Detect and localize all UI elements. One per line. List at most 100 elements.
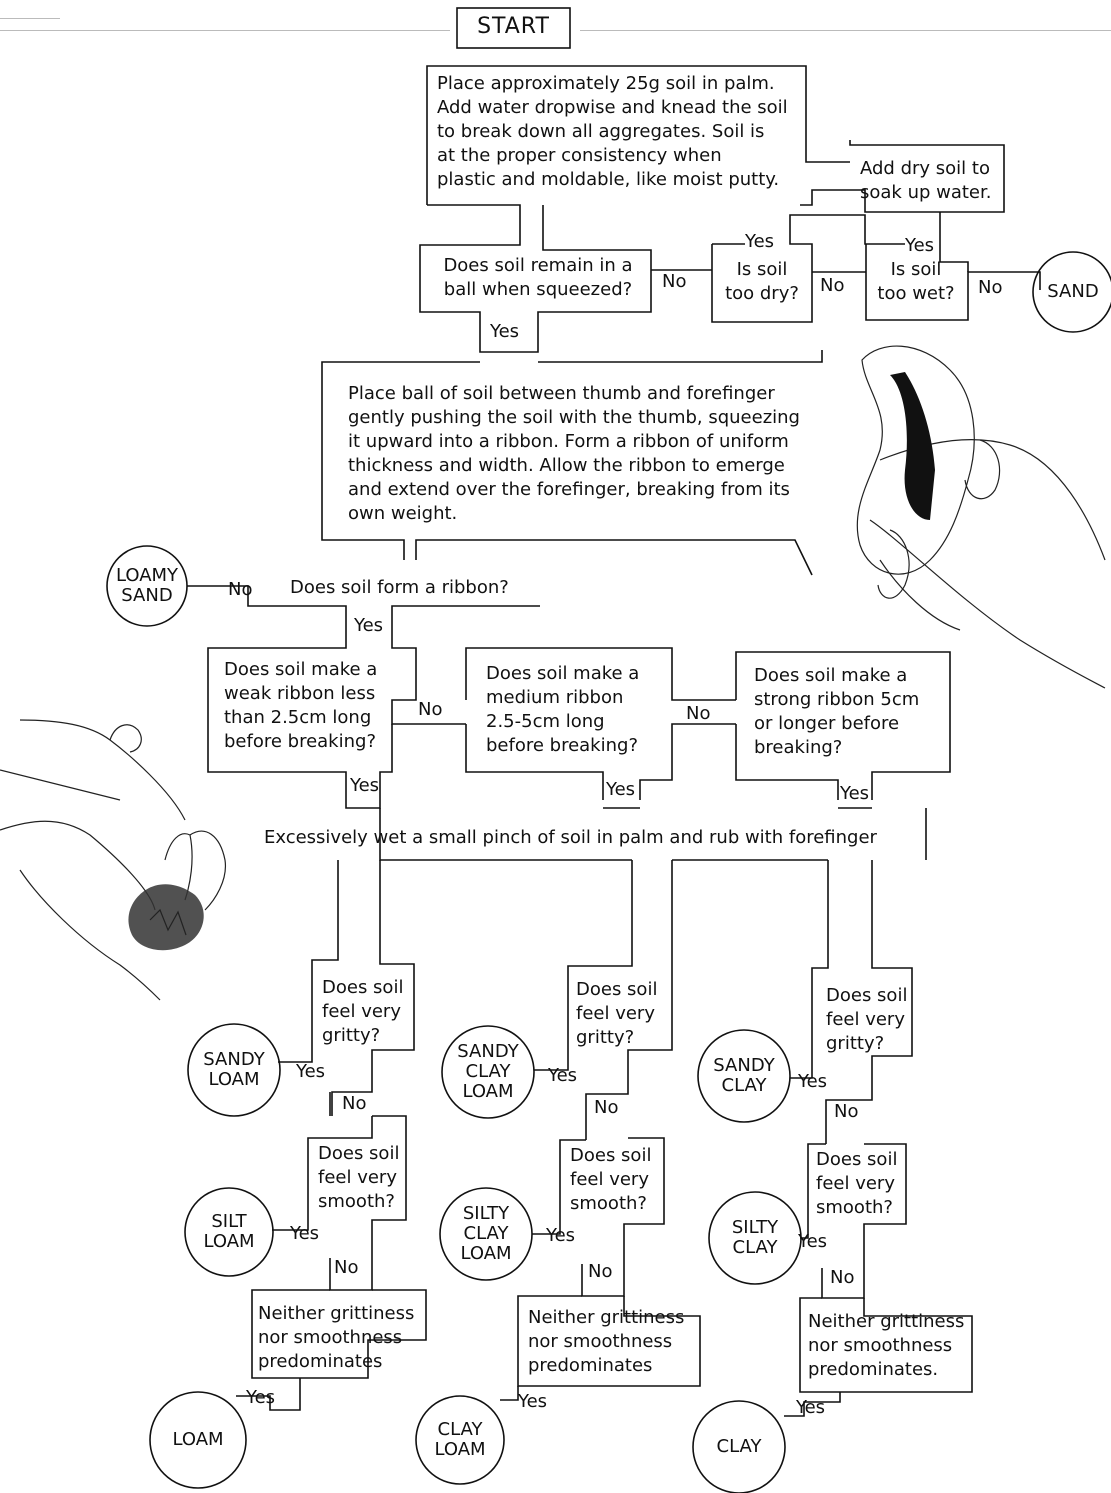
dry-yes-loop xyxy=(789,214,905,245)
col1-yes-2 xyxy=(272,1222,309,1231)
clay-result: CLAY xyxy=(716,1436,762,1457)
scan-line xyxy=(0,30,450,31)
col1-neither-yes-label: Yes xyxy=(246,1387,276,1408)
ribbon-box-bottom xyxy=(415,539,813,576)
col3-gritty-no-label: No xyxy=(834,1101,859,1122)
col1-gritty-question: Does soil feel very gritty? xyxy=(322,977,404,1046)
too-dry-yes-label: Yes xyxy=(745,231,775,252)
sandy-loam-circle xyxy=(187,1023,281,1117)
col1-gritty-box xyxy=(331,860,415,1116)
prepare-box-bottom xyxy=(427,204,521,212)
forms-ribbon-border-right xyxy=(391,605,540,640)
ball-question-text: Does soil remain in a ball when squeezed… xyxy=(443,255,633,300)
sandy-clay-loam-circle xyxy=(441,1025,535,1119)
scan-line-right xyxy=(580,30,1111,31)
sand-circle xyxy=(1032,251,1111,333)
col3-neither-yes-label: Yes xyxy=(796,1397,826,1418)
col2-gritty-yes-label: Yes xyxy=(548,1065,578,1086)
col2-neither-yes-label: Yes xyxy=(518,1391,548,1412)
col2-smooth-no-label: No xyxy=(588,1261,613,1282)
prepare-soil-text: Place approximately 25g soil in palm. Ad… xyxy=(437,73,788,190)
strong-box-bottom xyxy=(735,724,839,800)
medium-box-top xyxy=(465,647,736,701)
medium-box-border-left xyxy=(465,724,604,800)
col2-neither-text: Neither grittiness nor smoothness predom… xyxy=(528,1307,685,1376)
col3-smooth-no-label: No xyxy=(830,1267,855,1288)
too-dry-border xyxy=(711,232,813,323)
col1-gritty-no-label: No xyxy=(342,1093,367,1114)
medium-box-right xyxy=(639,723,736,800)
ribbon-instructions-text: Place ball of soil between thumb and for… xyxy=(348,383,800,524)
ball-question-border xyxy=(419,205,652,353)
col2-smooth-question: Does soil feel very smooth? xyxy=(570,1145,652,1214)
add-dry-soil-text: Add dry soil to soak up water. xyxy=(860,158,992,203)
ribbon-box-top xyxy=(538,350,823,363)
col3-smooth-question: Does soil feel very smooth? xyxy=(816,1149,898,1218)
too-dry-no-label: No xyxy=(820,275,845,296)
col2-neither-box xyxy=(517,1295,701,1387)
medium-ribbon-question: Does soil make a medium ribbon 2.5-5cm l… xyxy=(486,663,640,756)
too-wet-border xyxy=(865,244,1041,321)
col1-gritty-left xyxy=(311,860,339,1050)
col2-smooth-left xyxy=(559,1139,586,1226)
scan-mark xyxy=(0,18,60,19)
col1-yes-3 xyxy=(236,1378,301,1411)
loam-result: LOAM xyxy=(172,1429,224,1450)
col3-smooth-yes-label: Yes xyxy=(798,1231,828,1252)
col1-smooth-yes-label: Yes xyxy=(290,1223,320,1244)
col1-smooth-box-left xyxy=(307,1116,373,1222)
col3-gritty-box xyxy=(825,860,913,1144)
loam-circle xyxy=(149,1391,247,1489)
col3-smooth-left xyxy=(807,1143,826,1232)
col3-yes-3 xyxy=(784,1392,841,1417)
sandy-clay-result: SANDY CLAY xyxy=(713,1055,775,1096)
forms-ribbon-yes-label: Yes xyxy=(354,615,384,636)
strong-ribbon-question: Does soil make a strong ribbon 5cm or lo… xyxy=(754,665,920,758)
prepare-box-border xyxy=(426,65,850,205)
weak-yes-label: Yes xyxy=(350,775,380,796)
col1-neither-text: Neither grittiness nor smoothness predom… xyxy=(258,1303,415,1372)
too-wet-top xyxy=(939,244,969,272)
col2-yes-1 xyxy=(534,1050,569,1071)
ribbon-box-left xyxy=(321,361,480,560)
strong-box-border xyxy=(735,651,951,800)
weak-ribbon-question: Does soil make a weak ribbon less than 2… xyxy=(224,659,378,752)
too-wet-question-text: Is soil too wet? xyxy=(877,259,955,304)
forms-ribbon-question: Does soil form a ribbon? xyxy=(290,577,509,598)
sandy-loam-result: SANDY LOAM xyxy=(203,1049,265,1090)
forms-ribbon-no-label: No xyxy=(228,579,253,600)
too-dry-question-text: Is soil too dry? xyxy=(725,259,799,304)
silt-loam-result: SILT LOAM xyxy=(203,1211,255,1252)
col3-gritty-question: Does soil feel very gritty? xyxy=(826,985,908,1054)
clay-circle xyxy=(692,1400,786,1493)
sandy-clay-circle xyxy=(697,1029,791,1123)
medium-no-label: No xyxy=(686,703,711,724)
col1-gritty-yes-label: Yes xyxy=(296,1061,326,1082)
col1-neither-box xyxy=(251,1289,427,1379)
col3-neither-text: Neither grittiness nor smoothness predom… xyxy=(808,1311,965,1380)
col1-smooth-question: Does soil feel very smooth? xyxy=(318,1143,400,1212)
weak-box-border xyxy=(207,640,347,800)
col2-smooth-yes-label: Yes xyxy=(546,1225,576,1246)
loamy-sand-result: LOAMY SAND xyxy=(115,565,179,606)
too-wet-no-label: No xyxy=(978,277,1003,298)
strong-yes-label: Yes xyxy=(840,783,870,804)
col2-gritty-box xyxy=(585,860,673,1140)
col1-yes-1 xyxy=(278,1050,313,1063)
col3-gritty-left xyxy=(811,860,829,1058)
col2-yes-2 xyxy=(532,1226,561,1235)
too-wet-yes-label: Yes xyxy=(905,235,935,256)
clay-loam-circle xyxy=(415,1395,505,1485)
sandy-clay-loam-result: SANDY CLAY LOAM xyxy=(457,1041,519,1102)
wet-link-1 xyxy=(345,800,381,809)
ball-no-label: No xyxy=(662,271,687,292)
silty-clay-loam-result: SILTY CLAY LOAM xyxy=(460,1203,512,1264)
silty-clay-result: SILTY CLAY xyxy=(731,1217,779,1258)
weak-no-label: No xyxy=(418,699,443,720)
col2-gritty-no-label: No xyxy=(594,1097,619,1118)
col2-gritty-left xyxy=(567,860,633,1050)
hand-rub-illustration xyxy=(0,719,227,1001)
wet-pinch-text: Excessively wet a small pinch of soil in… xyxy=(264,827,877,848)
col2-yes-3 xyxy=(500,1386,519,1401)
